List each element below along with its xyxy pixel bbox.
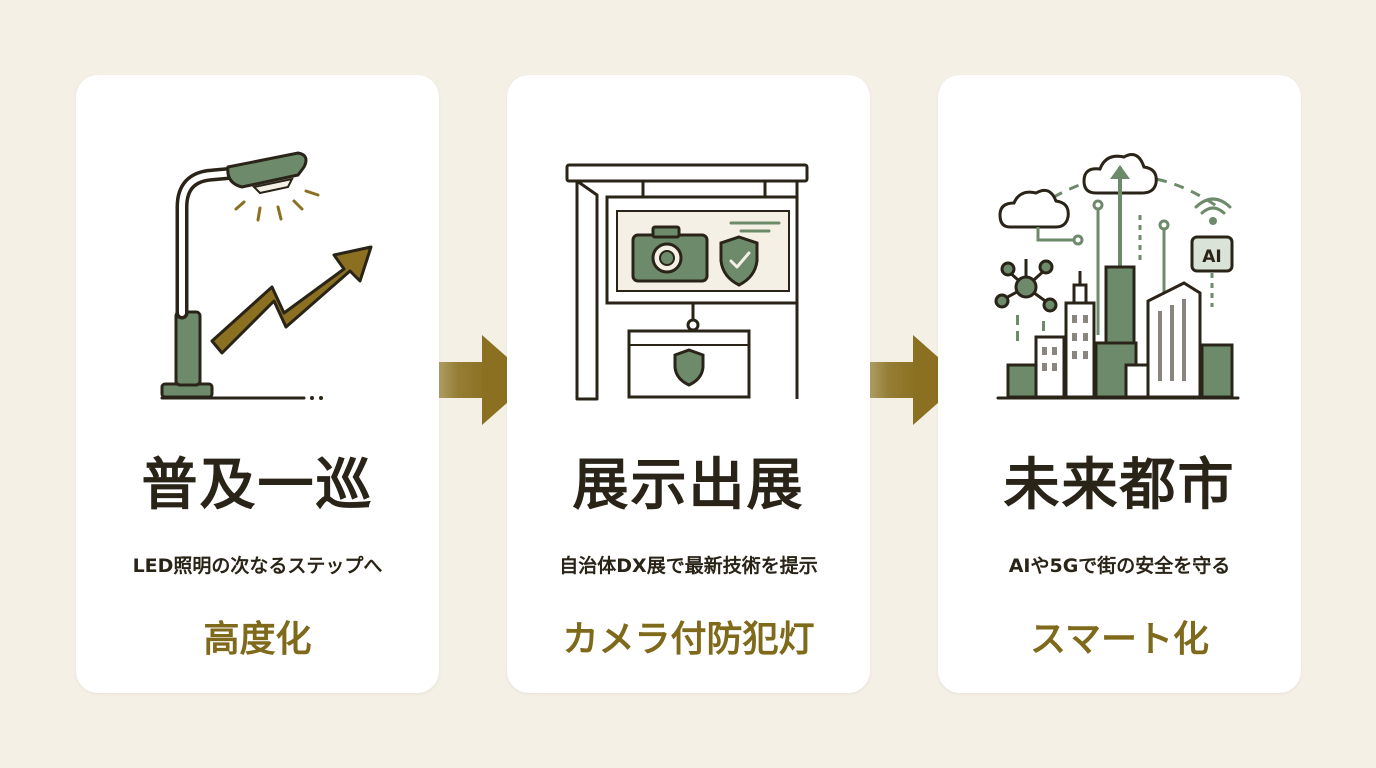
ai-badge-label: AI — [1202, 247, 1221, 267]
step-tag: スマート化 — [1030, 619, 1209, 660]
exhibition-booth-icon — [565, 163, 809, 401]
step-card-2: 展示出展 自治体DX展で最新技術を提示 カメラ付防犯灯 — [507, 75, 870, 693]
step-title: 普及一巡 — [141, 452, 374, 518]
step-title: 展示出展 — [572, 452, 805, 518]
streetlight-growth-icon — [160, 151, 373, 400]
step-title: 未来都市 — [1003, 452, 1236, 518]
step-tag: 高度化 — [203, 619, 312, 660]
smart-city-icon: AI — [994, 153, 1240, 400]
step-tag: カメラ付防犯灯 — [562, 619, 815, 660]
step-card-1: 普及一巡 LED照明の次なるステップへ 高度化 — [76, 75, 439, 693]
step-description: LED照明の次なるステップへ — [132, 555, 383, 577]
step-card-3: AI — [938, 75, 1301, 693]
step-description: AIや5Gで街の安全を守る — [1008, 555, 1231, 577]
step-description: 自治体DX展で最新技術を提示 — [559, 555, 818, 577]
